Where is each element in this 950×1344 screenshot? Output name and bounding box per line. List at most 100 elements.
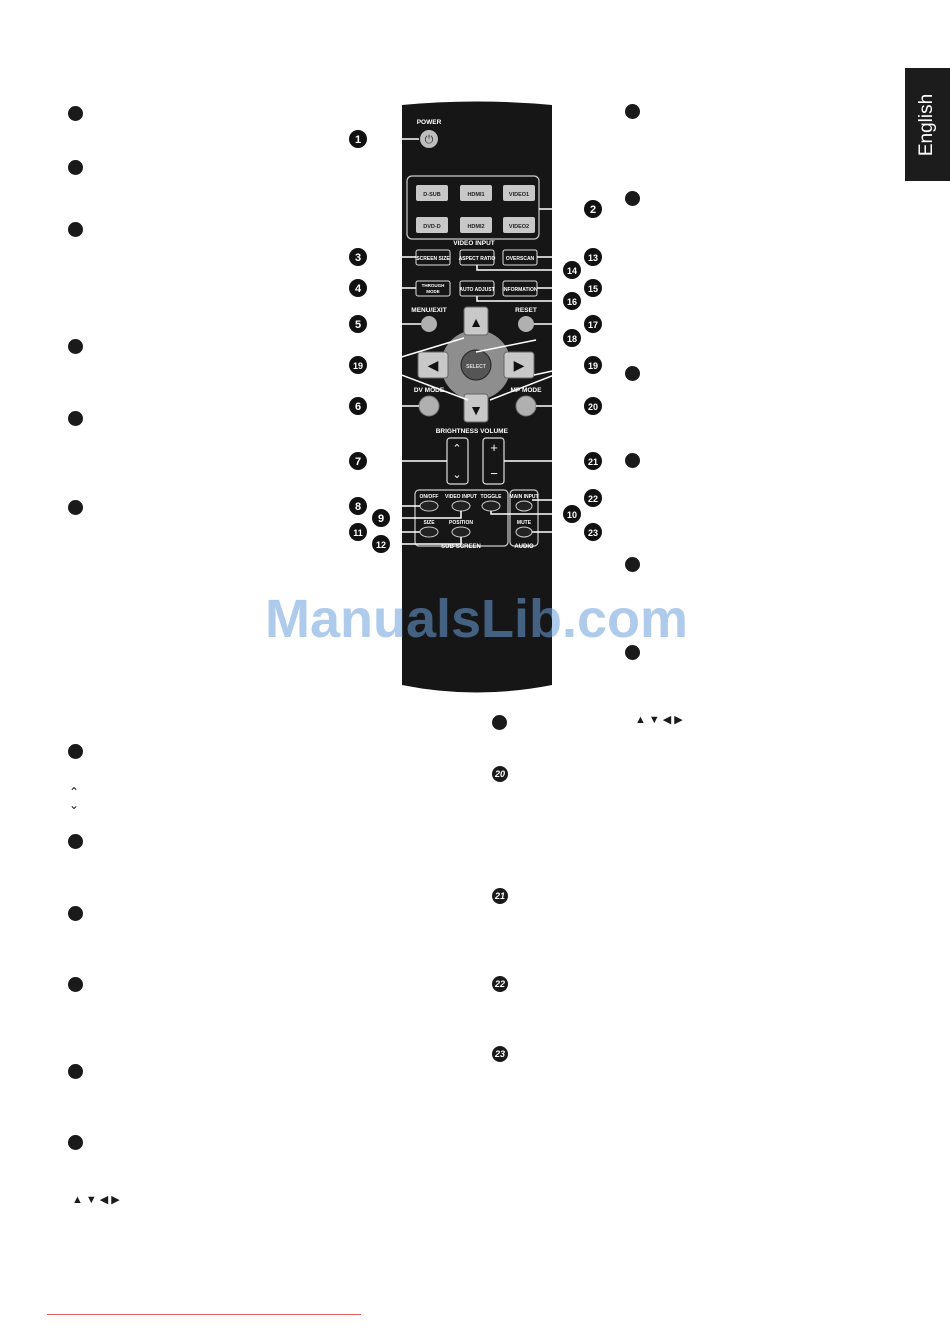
video-input-group <box>406 175 540 240</box>
bullet <box>625 191 640 206</box>
video1-button[interactable] <box>503 185 535 201</box>
svg-text:VIDEO1: VIDEO1 <box>509 192 529 198</box>
svg-text:16: 16 <box>567 297 577 307</box>
watermark: ManualsLib.com <box>265 589 689 649</box>
select-button[interactable] <box>460 349 492 381</box>
callout <box>584 248 602 266</box>
svg-text:MAIN INPUT: MAIN INPUT <box>509 494 538 500</box>
callout <box>349 452 367 470</box>
power-button[interactable] <box>420 130 438 148</box>
svg-text:ON/OFF: ON/OFF <box>420 494 439 500</box>
svg-text:INFORMATION: INFORMATION <box>503 287 538 293</box>
sub-toggle-button[interactable] <box>481 500 501 512</box>
bullet <box>68 106 83 121</box>
callout <box>372 535 390 553</box>
callout <box>349 130 367 148</box>
dvdd-button[interactable] <box>416 217 448 233</box>
bullet <box>68 1064 83 1079</box>
bullet <box>625 645 640 660</box>
svg-text:12: 12 <box>376 540 386 550</box>
up-arrow-icon: ▲ <box>469 314 483 330</box>
svg-text:3: 3 <box>355 252 361 264</box>
video2-button[interactable] <box>503 217 535 233</box>
svg-text:9: 9 <box>378 513 384 525</box>
callout <box>584 279 602 297</box>
bullet <box>68 339 83 354</box>
svg-text:15: 15 <box>588 284 598 294</box>
callout <box>584 397 602 415</box>
svg-text:HDMI1: HDMI1 <box>467 192 484 198</box>
svg-text:14: 14 <box>567 266 577 276</box>
bullet <box>68 500 83 515</box>
svg-text:AUTO ADJUST: AUTO ADJUST <box>459 287 494 293</box>
bullet <box>68 977 83 992</box>
svg-text:SIZE: SIZE <box>423 520 435 526</box>
callout <box>563 292 581 310</box>
svg-text:VIDEO2: VIDEO2 <box>509 224 529 230</box>
menu-exit-button[interactable] <box>421 316 437 332</box>
power-icon: ⏻ <box>425 134 434 146</box>
callout <box>349 279 367 297</box>
svg-text:17: 17 <box>588 320 598 330</box>
bullet <box>68 1135 83 1150</box>
reset-button[interactable] <box>518 316 534 332</box>
callout-number: 1 <box>355 134 361 146</box>
svg-text:DVD-D: DVD-D <box>423 224 440 230</box>
mp-mode-button[interactable] <box>515 395 537 417</box>
marker-21: 21 <box>492 888 508 904</box>
up-button[interactable] <box>463 306 489 336</box>
sub-video-input-button[interactable] <box>451 500 471 512</box>
bullet <box>68 744 83 759</box>
caret-up-icon: ⌃ <box>452 443 461 455</box>
svg-text:23: 23 <box>588 528 598 538</box>
callout <box>349 248 367 266</box>
svg-text:MP MODE: MP MODE <box>511 387 543 394</box>
mute-button[interactable] <box>515 526 533 538</box>
main-input-button[interactable] <box>515 500 533 512</box>
down-arrow-icon: ▼ <box>469 402 483 418</box>
audio-group <box>509 489 539 547</box>
svg-text:HDMI2: HDMI2 <box>467 224 484 230</box>
down-button[interactable] <box>463 393 489 423</box>
right-arrow-icon: ▶ <box>514 357 525 373</box>
svg-text:RESET: RESET <box>515 307 537 314</box>
svg-text:8: 8 <box>355 501 361 513</box>
right-button[interactable] <box>503 351 535 379</box>
bullet <box>68 834 83 849</box>
callout <box>584 489 602 507</box>
video-input-buttons: D-SUB HDMI1 VIDEO1 DVD-D HDMI2 VIDEO2 <box>416 185 535 233</box>
arrow-keys-icon: ▲▼◀▶ <box>72 1194 123 1206</box>
sub-on-off-button[interactable] <box>419 500 439 512</box>
marker-20: 20 <box>492 766 508 782</box>
left-button[interactable] <box>417 351 449 379</box>
caret-up-icon: ⌃ <box>69 785 80 799</box>
plus-icon: + <box>490 440 498 455</box>
dsub-button[interactable] <box>416 185 448 201</box>
callout <box>584 523 602 541</box>
bullet <box>625 557 640 572</box>
svg-text:5: 5 <box>355 319 361 331</box>
sub-position-button[interactable] <box>451 526 471 538</box>
svg-text:4: 4 <box>355 283 362 295</box>
svg-text:2: 2 <box>590 204 596 216</box>
svg-text:18: 18 <box>567 334 577 344</box>
remote-control-illustration: POWER ⏻ 1 D-SUB HDMI1 VIDEO1 DVD-D HDMI2… <box>349 101 602 693</box>
language-tab-label: English <box>916 93 938 156</box>
dv-mode-button[interactable] <box>418 395 440 417</box>
callout <box>563 505 581 523</box>
callout <box>584 200 602 218</box>
hdmi1-button[interactable] <box>460 185 492 201</box>
callout <box>349 497 367 515</box>
left-arrow-icon: ◀ <box>428 357 439 373</box>
callout <box>584 315 602 333</box>
caret-down-icon: ⌄ <box>69 798 80 812</box>
bullet <box>68 160 83 175</box>
svg-text:20: 20 <box>588 402 598 412</box>
svg-text:10: 10 <box>567 510 577 520</box>
sub-size-button[interactable] <box>419 526 439 538</box>
callout <box>349 397 367 415</box>
svg-text:MUTE: MUTE <box>517 520 532 526</box>
hdmi2-button[interactable] <box>460 217 492 233</box>
video-input-label: VIDEO INPUT <box>453 240 495 247</box>
bullet <box>492 715 507 730</box>
